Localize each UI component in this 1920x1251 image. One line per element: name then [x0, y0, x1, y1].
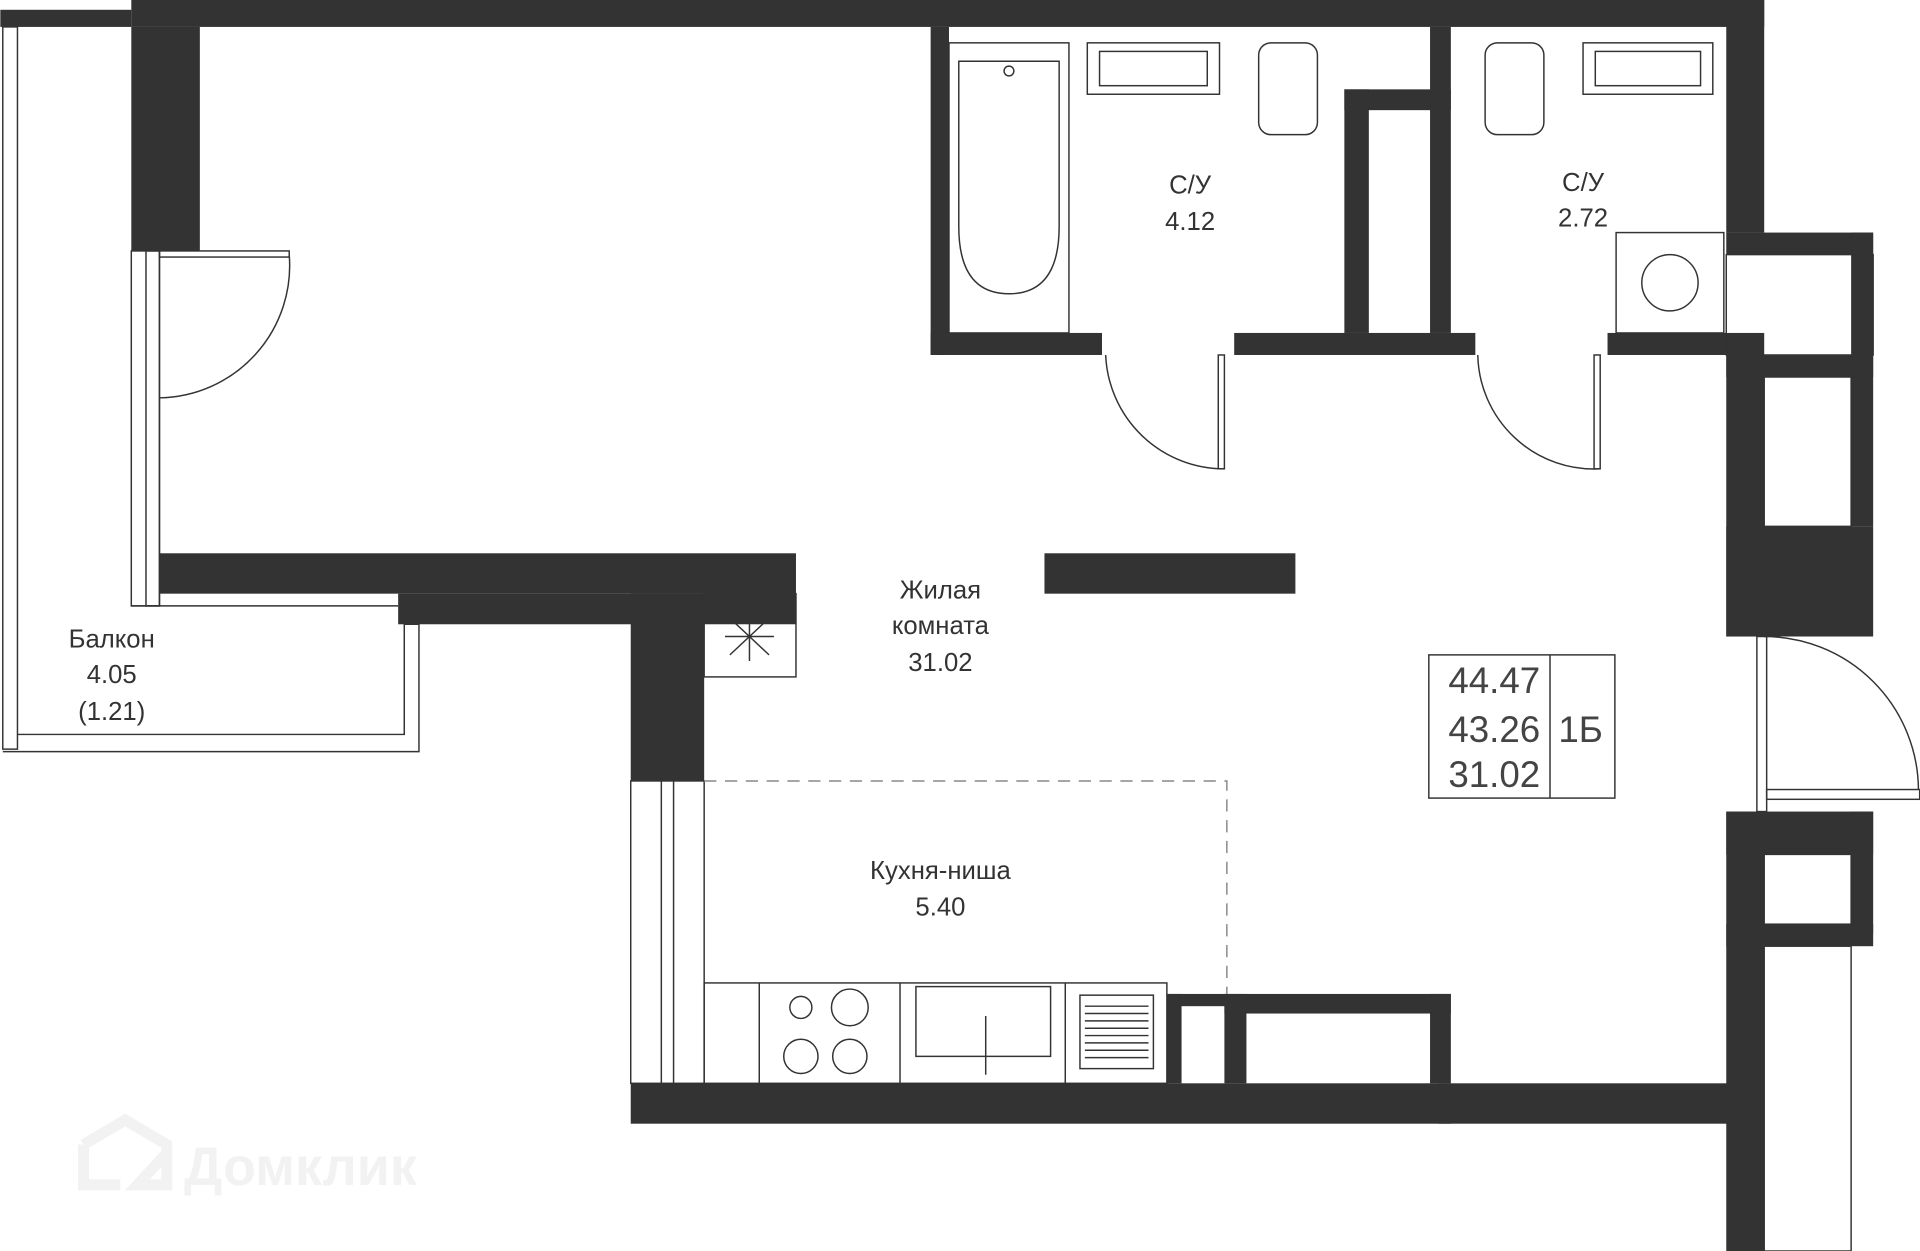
area-without-balcony: 43.26 [1448, 709, 1540, 750]
living-area: 31.02 [908, 649, 972, 677]
domclick-watermark: Домклик [78, 1113, 417, 1197]
balcony-reduced-area: (1.21) [78, 698, 145, 726]
sink-icon [1582, 42, 1714, 95]
house-logo-icon [80, 1113, 173, 1191]
kitchen-area: 5.40 [915, 894, 965, 922]
stove-icon [789, 995, 813, 1020]
total-area: 44.47 [1448, 660, 1540, 701]
kitchen-name: Кухня-ниша [870, 857, 1011, 885]
ventilation-shaft-icon [703, 592, 797, 678]
bathroom2-name: С/У [1562, 169, 1605, 197]
living-name-2: комната [892, 612, 990, 640]
washing-machine-icon [1615, 231, 1725, 334]
toilet-icon [1257, 42, 1319, 136]
kitchen-sink-icon [915, 985, 1052, 1058]
watermark-text: Домклик [184, 1137, 417, 1197]
toilet-icon [1484, 42, 1545, 136]
balcony-name: Балкон [69, 626, 155, 654]
bathtub-icon [948, 42, 1070, 334]
kitchen-counter [703, 982, 1168, 1085]
sink-icon [1086, 42, 1221, 95]
balcony-area: 4.05 [87, 661, 137, 689]
dishwasher-icon [1079, 994, 1155, 1070]
kitchen-zone-boundary [704, 780, 1228, 994]
living-name-1: Жилая [900, 577, 981, 605]
area-summary-box: 44.47 43.26 31.02 1Б [1428, 654, 1616, 799]
windows-balcony [2, 26, 1874, 1251]
bathroom1-area: 4.12 [1165, 208, 1215, 236]
bathroom2-area: 2.72 [1558, 204, 1608, 232]
bathroom1-name: С/У [1169, 171, 1212, 199]
apartment-type: 1Б [1558, 709, 1603, 750]
walls [0, 0, 1874, 1251]
living-area-summary: 31.02 [1448, 754, 1540, 795]
fixtures [703, 42, 1725, 1085]
